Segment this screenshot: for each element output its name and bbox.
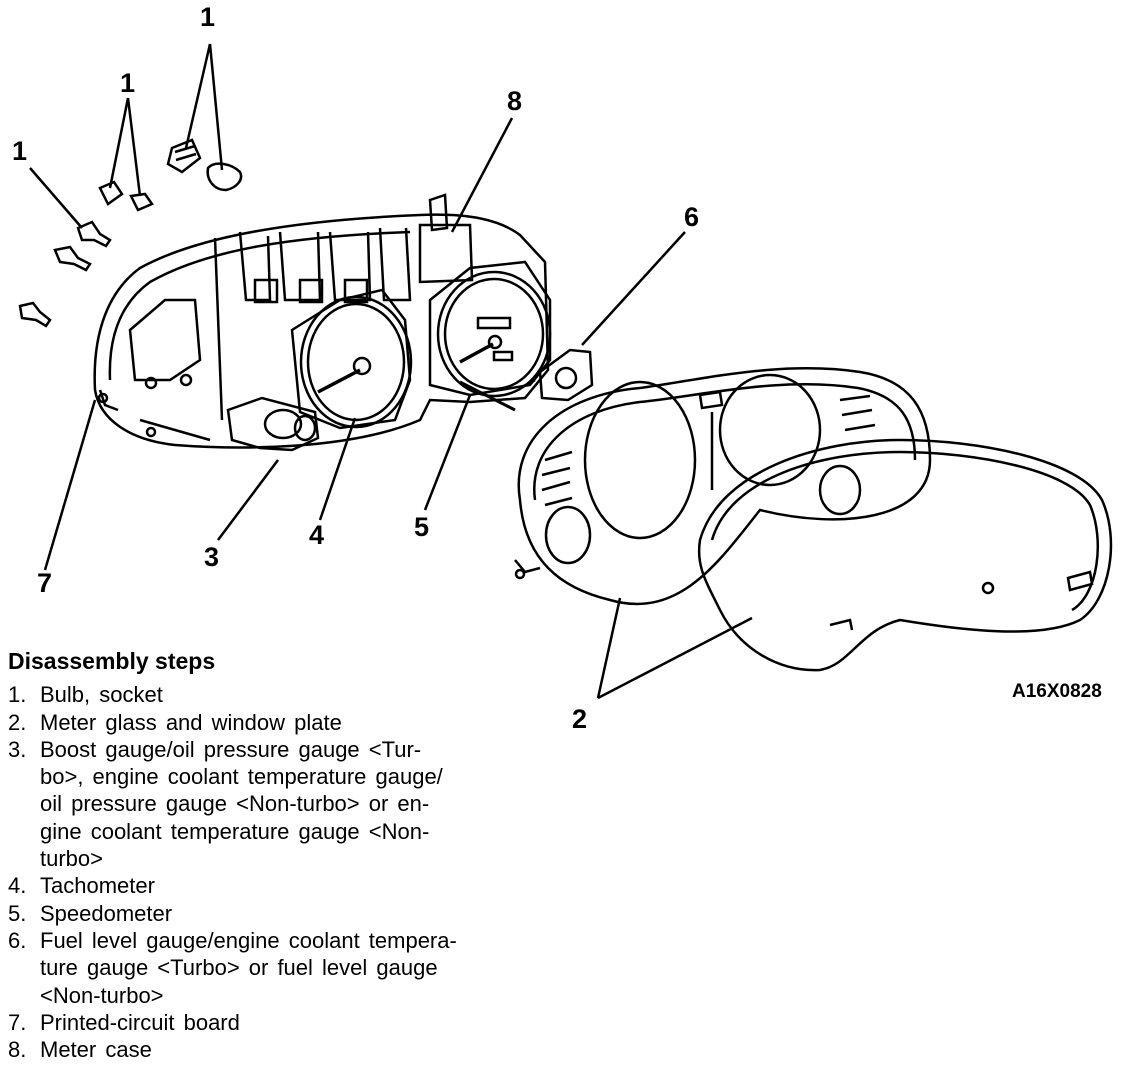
step-text: Printed-circuit board <box>40 1009 608 1036</box>
step-text: Boost gauge/oil pressure gauge <Tur- bo>… <box>40 736 608 872</box>
step-line: Meter glass and window plate <box>40 709 342 735</box>
step-number: 5. <box>8 900 27 926</box>
step-text: Bulb, socket <box>40 681 608 708</box>
step-line: Meter case <box>40 1037 152 1063</box>
step-text: Meter case <box>40 1036 608 1063</box>
fuel-level-gauge <box>519 348 594 402</box>
step-line: ture gauge <Turbo> or fuel level gauge <box>40 955 438 981</box>
step-number: 1. <box>8 682 27 708</box>
step-number: 3. <box>8 736 27 762</box>
callout-2: 2 <box>572 704 587 734</box>
boost-oil-pressure-gauge <box>226 396 320 452</box>
step-line: Speedometer <box>40 900 173 926</box>
step-number: 8. <box>8 1037 27 1063</box>
steps-heading: Disassembly steps <box>8 648 216 674</box>
step-text: Tachometer <box>40 872 608 899</box>
callout-5: 5 <box>414 512 429 542</box>
step-number: 6. <box>8 927 27 953</box>
callout-6: 6 <box>684 202 699 232</box>
meter-glass-and-window-plate <box>514 367 1113 672</box>
step-7: 7. Printed-circuit board <box>8 1009 608 1036</box>
meter-case <box>93 193 550 449</box>
tachometer <box>290 288 413 430</box>
step-line: gine coolant temperature gauge <Non- <box>40 818 430 844</box>
step-line: bo>, engine coolant temperature gauge/ <box>40 764 443 790</box>
step-line: Bulb, socket <box>40 682 163 708</box>
step-number: 4. <box>8 873 27 899</box>
step-number: 2. <box>8 709 27 735</box>
step-5: 5. Speedometer <box>8 900 608 927</box>
step-line: Tachometer <box>40 873 155 899</box>
step-2: 2. Meter glass and window plate <box>8 709 608 736</box>
step-number: 7. <box>8 1009 27 1035</box>
step-6: 6. Fuel level gauge/engine coolant tempe… <box>8 927 608 1009</box>
step-text: Fuel level gauge/engine coolant tempera-… <box>40 927 608 1009</box>
callout-4: 4 <box>309 520 324 550</box>
step-line: oil pressure gauge <Non-turbo> or en- <box>40 791 430 817</box>
step-4: 4. Tachometer <box>8 872 608 899</box>
bulbs-and-sockets <box>18 138 243 328</box>
step-text: Meter glass and window plate <box>40 709 608 736</box>
callout-1-top: 1 <box>200 2 215 32</box>
step-text: Speedometer <box>40 900 608 927</box>
callout-1-middle: 1 <box>120 68 135 98</box>
step-line: Boost gauge/oil pressure gauge <Tur- <box>40 736 422 762</box>
step-1: 1. Bulb, socket <box>8 681 608 708</box>
leader-lines <box>29 43 753 700</box>
speedometer <box>428 260 552 412</box>
step-line: <Non-turbo> <box>40 982 164 1008</box>
step-3: 3. Boost gauge/oil pressure gauge <Tur- … <box>8 736 608 872</box>
step-line: Fuel level gauge/engine coolant tempera- <box>40 927 457 953</box>
step-line: Printed-circuit board <box>40 1009 240 1035</box>
callout-1-left: 1 <box>12 136 27 166</box>
callout-7: 7 <box>37 568 52 598</box>
figure-id: A16X0828 <box>1012 681 1102 702</box>
step-line: turbo> <box>40 846 103 872</box>
step-8: 8. Meter case <box>8 1036 608 1063</box>
disassembly-steps: Disassembly steps 1. Bulb, socket 2. Met… <box>8 648 608 1063</box>
callout-3: 3 <box>204 542 219 572</box>
callout-8: 8 <box>507 86 522 116</box>
